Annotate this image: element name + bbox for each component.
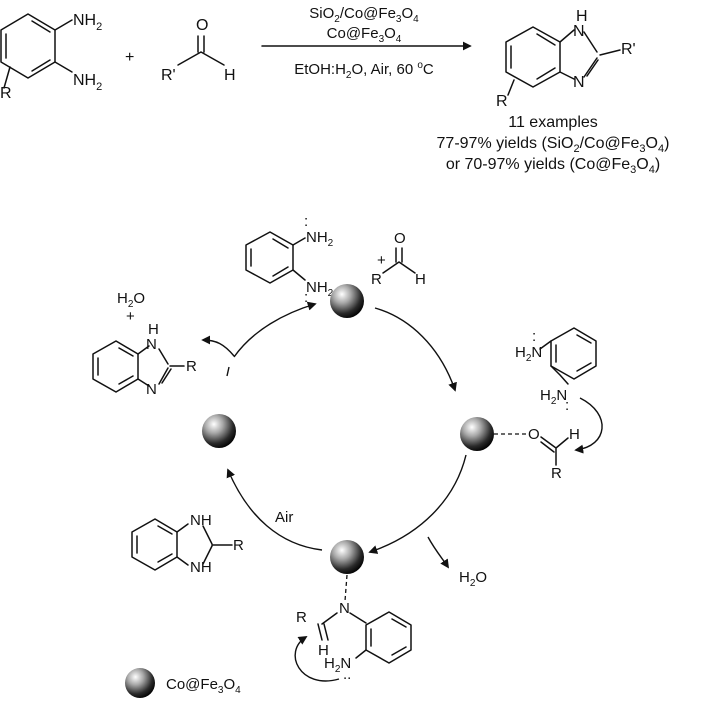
- cycle-species-top: NH2 NH2 : : + O R H: [245, 213, 426, 306]
- product-n-bottom: N: [573, 74, 585, 91]
- yield-line-1: 77-97% yields (SiO2/Co@Fe3O4): [437, 135, 670, 155]
- cycle-species-left-bottom: NH NH R: [131, 512, 244, 576]
- reactant-aldehyde: O R' H: [161, 17, 236, 84]
- legend: Co@Fe3O4: [125, 668, 241, 698]
- lone-pair-dots: :: [304, 213, 308, 230]
- catalyst-sphere-top: [330, 284, 364, 318]
- left-top-n-top: N: [146, 336, 157, 353]
- catalyst-sphere-right: [460, 417, 494, 451]
- reaction-conditions: SiO2/Co@Fe3O4 Co@Fe3O4 EtOH:H2O, Air, 60…: [261, 5, 472, 81]
- conditions-line-2: Co@Fe3O4: [327, 25, 402, 45]
- left-bottom-nh-top: NH: [190, 512, 212, 529]
- legend-label: Co@Fe3O4: [166, 676, 241, 696]
- plus-sign: +: [125, 49, 134, 66]
- conditions-line-1: SiO2/Co@Fe3O4: [309, 5, 419, 25]
- top-amine-1: NH2: [306, 229, 334, 249]
- cyclization-arrow: [294, 636, 340, 682]
- left-top-r: R: [186, 358, 197, 375]
- aldehyde-oxygen: O: [196, 17, 208, 34]
- bottom-imine-n: N: [339, 600, 350, 617]
- left-top-n-bottom: N: [146, 381, 157, 398]
- conditions-line-3: EtOH:H2O, Air, 60 oC: [294, 60, 434, 81]
- bottom-hydrogen: H: [318, 642, 329, 659]
- left-bottom-r: R: [233, 537, 244, 554]
- top-aldehyde-r: R: [371, 271, 382, 288]
- product-nh-hydrogen: H: [576, 8, 588, 25]
- catalyst-sphere-bottom: [330, 540, 364, 574]
- catalyst-sphere-left: [202, 414, 236, 448]
- product-benzimidazole: H N N R' R: [496, 8, 636, 110]
- right-oxygen: O: [528, 426, 540, 443]
- bottom-amine: H2N: [324, 655, 351, 675]
- yield-line-2: or 70-97% yields (Co@Fe3O4): [446, 156, 660, 176]
- results-summary: 11 examples 77-97% yields (SiO2/Co@Fe3O4…: [437, 114, 670, 176]
- reactant-phenylenediamine: NH2 NH2 R: [0, 12, 102, 102]
- aldehyde-hydrogen: H: [224, 67, 236, 84]
- cycle-species-left-top: H2O + H N N R: [92, 290, 197, 398]
- lone-pair-dots: :: [304, 289, 308, 306]
- left-top-plus: +: [126, 308, 135, 325]
- left-top-h: H: [148, 321, 159, 338]
- air-label: Air: [275, 509, 293, 526]
- amine-label-bottom: NH2: [73, 72, 102, 93]
- top-aldehyde-o: O: [394, 230, 406, 247]
- cycle-plus: +: [377, 252, 386, 269]
- product-n-top: N: [573, 23, 585, 40]
- right-r: R: [551, 465, 562, 482]
- lone-pair-dots: ..: [343, 666, 351, 683]
- cycle-species-bottom: N R H H2N ..: [294, 574, 412, 683]
- substituent-r: R: [0, 85, 12, 102]
- cycle-species-right: H2N H2N : : O H R: [494, 327, 603, 482]
- water-byproduct: H2O: [459, 569, 487, 589]
- examples-count: 11 examples: [508, 114, 598, 131]
- left-top-water: H2O: [117, 290, 145, 310]
- amine-label-top: NH2: [73, 12, 102, 33]
- attack-arrow: [574, 397, 603, 454]
- lone-pair-dots: :: [532, 328, 536, 345]
- right-amine-2: H2N: [540, 387, 567, 407]
- top-amine-2: NH2: [306, 279, 334, 299]
- cycle-arrows: [201, 304, 467, 569]
- bottom-r: R: [296, 609, 307, 626]
- left-bottom-nh-bottom: NH: [190, 559, 212, 576]
- legend-sphere: [125, 668, 155, 698]
- lone-pair-dots: :: [565, 397, 569, 414]
- aldehyde-r-prime: R': [161, 67, 176, 84]
- product-substituent-r: R: [496, 93, 508, 110]
- product-r-prime: R': [621, 41, 636, 58]
- right-hydrogen: H: [569, 426, 580, 443]
- right-amine-1: H2N: [515, 344, 542, 364]
- top-aldehyde-h: H: [415, 271, 426, 288]
